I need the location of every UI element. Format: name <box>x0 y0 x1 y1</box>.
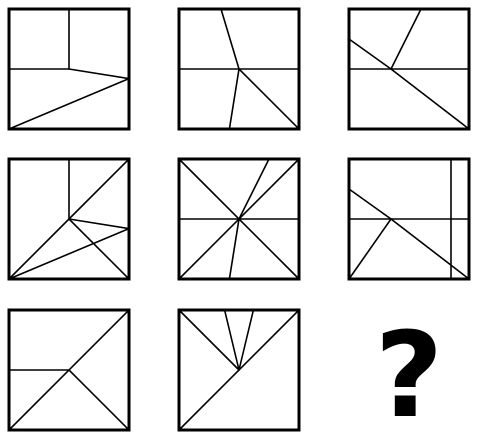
panel-line <box>223 309 240 371</box>
panel-r3c2 <box>177 308 301 432</box>
panel-line <box>348 218 392 280</box>
panel-line <box>238 158 270 220</box>
panel-line <box>390 68 470 130</box>
panel-line <box>68 68 130 80</box>
panel-line <box>8 218 70 280</box>
panel-r2c2 <box>177 157 301 281</box>
panel-line <box>8 227 130 280</box>
panel-line <box>68 158 130 220</box>
panel-r1c1 <box>7 7 131 131</box>
panel-line <box>8 77 130 130</box>
panel-line <box>348 188 392 220</box>
panel-r3c3: ? <box>375 306 443 440</box>
panel-line <box>220 8 240 70</box>
panel-line <box>228 68 240 130</box>
panel-line <box>390 8 422 70</box>
panel-line <box>68 218 130 280</box>
panel-frame <box>177 308 301 432</box>
panel-line <box>238 68 300 130</box>
panel-line <box>228 218 240 280</box>
question-mark: ? <box>375 306 443 440</box>
panel-r2c3 <box>347 157 471 281</box>
panel-line <box>348 38 392 70</box>
panel-r1c3 <box>347 7 471 131</box>
panel-r2c1 <box>7 157 131 281</box>
panel-r3c1 <box>7 308 131 432</box>
panel-line <box>178 309 240 371</box>
panel-r1c2 <box>177 7 301 131</box>
panel-line <box>68 369 130 431</box>
panel-line <box>390 218 470 280</box>
panel-line <box>238 309 255 371</box>
panel-line <box>68 218 130 230</box>
